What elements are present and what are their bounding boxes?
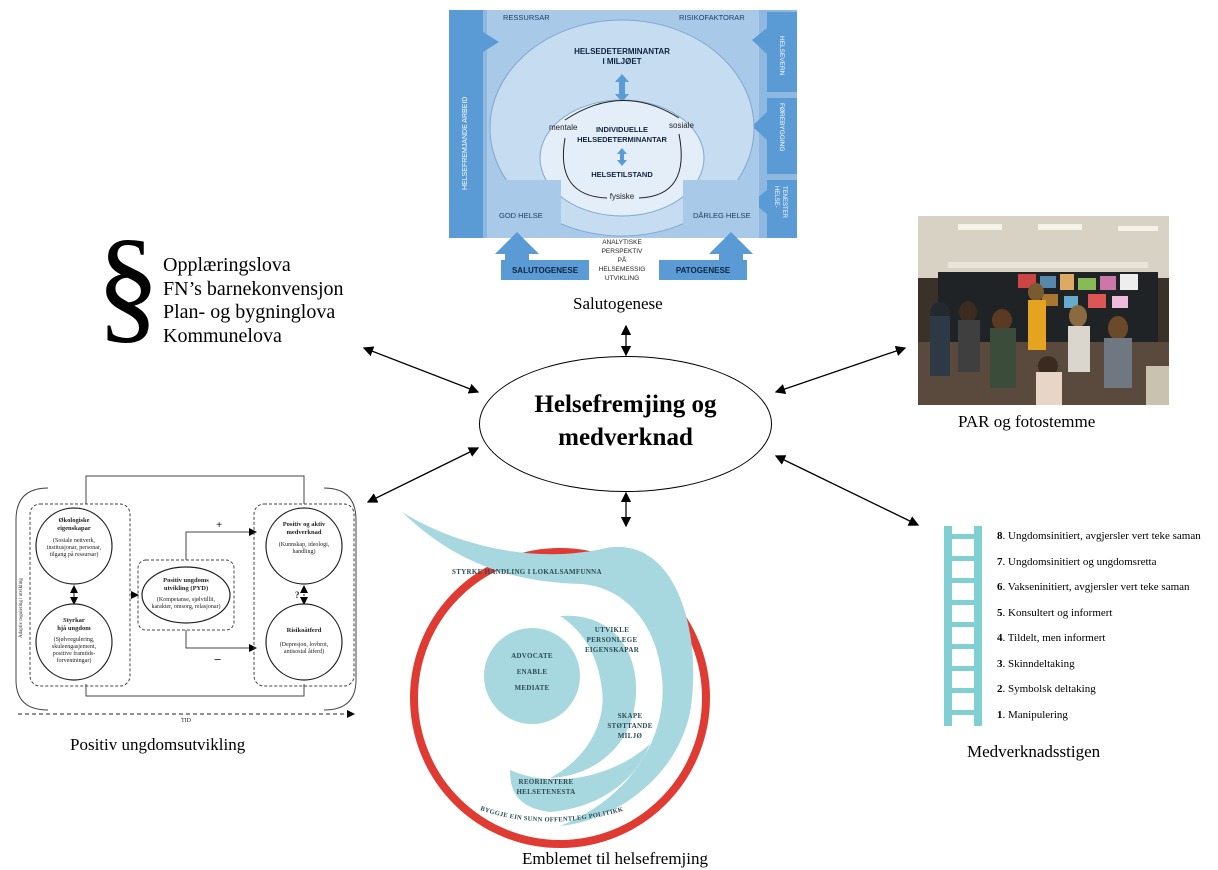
svg-text:TID: TID: [181, 718, 192, 724]
svg-text:utvikling (PYD): utvikling (PYD): [164, 585, 208, 592]
ladder-steps: 8. Ungdomsinitiert, avgjersler vert teke…: [997, 524, 1201, 728]
svg-text:PÅ: PÅ: [618, 255, 627, 264]
individ-label-2: HELSEDETERMINANTAR: [577, 135, 667, 144]
svg-text:MILJØ: MILJØ: [618, 732, 643, 740]
svg-text:antisosial åtferd): antisosial åtferd): [284, 648, 324, 655]
svg-text:ADVOCATE: ADVOCATE: [511, 652, 553, 660]
plus-sign: +: [216, 519, 222, 531]
sosiale-label: sosiale: [669, 121, 694, 130]
fysiske-label: fysiske: [610, 192, 635, 201]
svg-text:Økologiske: Økologiske: [58, 517, 89, 524]
mentale-label: mentale: [549, 123, 578, 132]
svg-text:positive framtids-: positive framtids-: [53, 650, 96, 657]
svg-text:ANALYTISKE: ANALYTISKE: [602, 239, 642, 246]
pyd-caption: Positiv ungdomsutvikling: [70, 735, 246, 754]
helsetenester-label: HELSE-: [773, 186, 779, 208]
arrow-par: [774, 346, 907, 394]
ladder-step: 3. Skinndeltaking: [997, 657, 1075, 670]
svg-text:MEDIATE: MEDIATE: [514, 684, 549, 692]
miljo-label-2: I MILJØET: [602, 57, 641, 66]
forebygging-label: FØREBYGGING: [778, 103, 785, 151]
svg-text:(Kompetanse, sjølvtillit,: (Kompetanse, sjølvtillit,: [157, 596, 216, 603]
minus-sign: −: [214, 652, 221, 667]
svg-text:hjå ungdom: hjå ungdom: [57, 625, 91, 632]
svg-text:UTVIKLE: UTVIKLE: [595, 626, 629, 634]
ladder-step: 8. Ungdomsinitiert, avgjersler vert teke…: [997, 530, 1201, 542]
ressursar-label: RESSURSAR: [503, 13, 550, 22]
center-ellipse: [479, 356, 772, 492]
ladder-step: 2. Symbolsk deltaking: [997, 683, 1096, 695]
health-promotion-emblem: STYRKE HANDLING I LOKALSAMFUNNA ADVOCATE…: [402, 512, 710, 848]
miljo-label-1: HELSEDETERMINANTAR: [574, 47, 670, 56]
helsevern-label: HELSEVERN: [778, 36, 785, 76]
pyd-diagram: Adaptiv regulering i utvikling Økologisk…: [15, 475, 357, 724]
darleg-helse-label: DÅRLEG HELSE: [693, 211, 751, 220]
arrow-pyd: [366, 447, 480, 503]
svg-text:tilgang på ressursar): tilgang på ressursar): [50, 551, 99, 558]
paragraph-icon: §: [96, 213, 160, 355]
arrow-laws: [362, 346, 480, 394]
svg-text:PERSONLEGE: PERSONLEGE: [587, 636, 638, 644]
svg-text:TENESTER: TENESTER: [781, 186, 787, 219]
law-item: FN’s barnekonvensjon: [163, 277, 344, 300]
svg-text:REORIENTERE: REORIENTERE: [518, 778, 573, 786]
svg-text:forventningar): forventningar): [57, 657, 92, 664]
emblem-caption: Emblemet til helsefremjing: [522, 849, 709, 868]
svg-text:PERSPEKTIV: PERSPEKTIV: [602, 248, 643, 255]
laws-list: Opplæringslova FN’s barnekonvensjon Plan…: [163, 254, 344, 348]
salutogenese-button: SALUTOGENESE: [512, 266, 579, 275]
ladder-step: 5. Konsultert og informert: [997, 606, 1113, 619]
svg-text:SKAPE: SKAPE: [618, 712, 643, 720]
ladder-step: 6. Vakseninitiert, avgjersler vert teke …: [997, 581, 1190, 593]
svg-text:HELSEMESSIG: HELSEMESSIG: [599, 266, 646, 273]
patogenese-button: PATOGENESE: [676, 266, 731, 275]
par-caption: PAR og fotostemme: [958, 412, 1096, 431]
salutogenese-caption: Salutogenese: [573, 294, 663, 313]
salutogenese-diagram: HELSEFREMJANDE ARBEID HELSEVERN FØREBYGG…: [449, 10, 797, 282]
participation-ladder-icon: [944, 526, 982, 726]
helsefremjande-label: HELSEFREMJANDE ARBEID: [462, 97, 469, 190]
svg-text:HELSETENESTA: HELSETENESTA: [516, 788, 575, 796]
svg-text:UTVIKLING: UTVIKLING: [605, 275, 639, 282]
svg-text:STØTTANDE: STØTTANDE: [607, 722, 652, 730]
svg-text:(Depresjon, lovbrot,: (Depresjon, lovbrot,: [280, 641, 329, 648]
pyd-side-label: Adaptiv regulering i utvikling: [19, 578, 24, 638]
risikofaktorar-label: RISIKOFAKTORAR: [679, 13, 745, 22]
svg-text:institusjonar, personar,: institusjonar, personar,: [47, 545, 102, 551]
svg-text:ENABLE: ENABLE: [517, 668, 548, 676]
svg-text:Positiv ungdoms: Positiv ungdoms: [163, 577, 209, 584]
svg-text:EIGENSKAPAR: EIGENSKAPAR: [585, 646, 640, 654]
center-title: Helsefremjing og medverknad: [534, 391, 717, 451]
law-item: Kommunelova: [163, 324, 282, 347]
law-item: Opplæringslova: [163, 254, 291, 276]
svg-text:Risikoåtferd: Risikoåtferd: [287, 627, 322, 634]
svg-text:handling): handling): [293, 548, 316, 555]
svg-text:(Kunnskap, ideologi,: (Kunnskap, ideologi,: [279, 541, 330, 548]
par-photo: [918, 216, 1169, 405]
svg-text:(Sosiale nettverk,: (Sosiale nettverk,: [53, 537, 95, 544]
svg-text:Styrkar: Styrkar: [63, 617, 85, 624]
styrke-label: STYRKE HANDLING I LOKALSAMFUNNA: [452, 568, 602, 576]
helsetilstand-label: HELSETILSTAND: [591, 170, 653, 179]
arrow-ladder: [774, 455, 920, 526]
ladder-step: 7. Ungdomsinitiert og ungdomsretta: [997, 555, 1157, 568]
individ-label-1: INDIVIDUELLE: [596, 125, 648, 134]
svg-text:?: ?: [295, 590, 300, 600]
god-helse-label: GOD HELSE: [499, 211, 543, 220]
law-item: Plan- og bygninglova: [163, 301, 336, 323]
svg-text:karakter, omsorg, relasjonar): karakter, omsorg, relasjonar): [152, 603, 221, 610]
svg-text:Positiv og aktiv: Positiv og aktiv: [283, 521, 326, 528]
svg-text:medverknad: medverknad: [286, 529, 321, 536]
svg-text:eigenskapar: eigenskapar: [57, 525, 91, 532]
svg-text:(Sjølvregulering,: (Sjølvregulering,: [54, 636, 95, 643]
ladder-caption: Medverknadsstigen: [967, 742, 1101, 761]
ladder-step: 4. Tildelt, men informert: [997, 632, 1106, 644]
svg-text:skuleengasjement,: skuleengasjement,: [52, 644, 97, 650]
ladder-step: 1. Manipulering: [997, 708, 1068, 721]
